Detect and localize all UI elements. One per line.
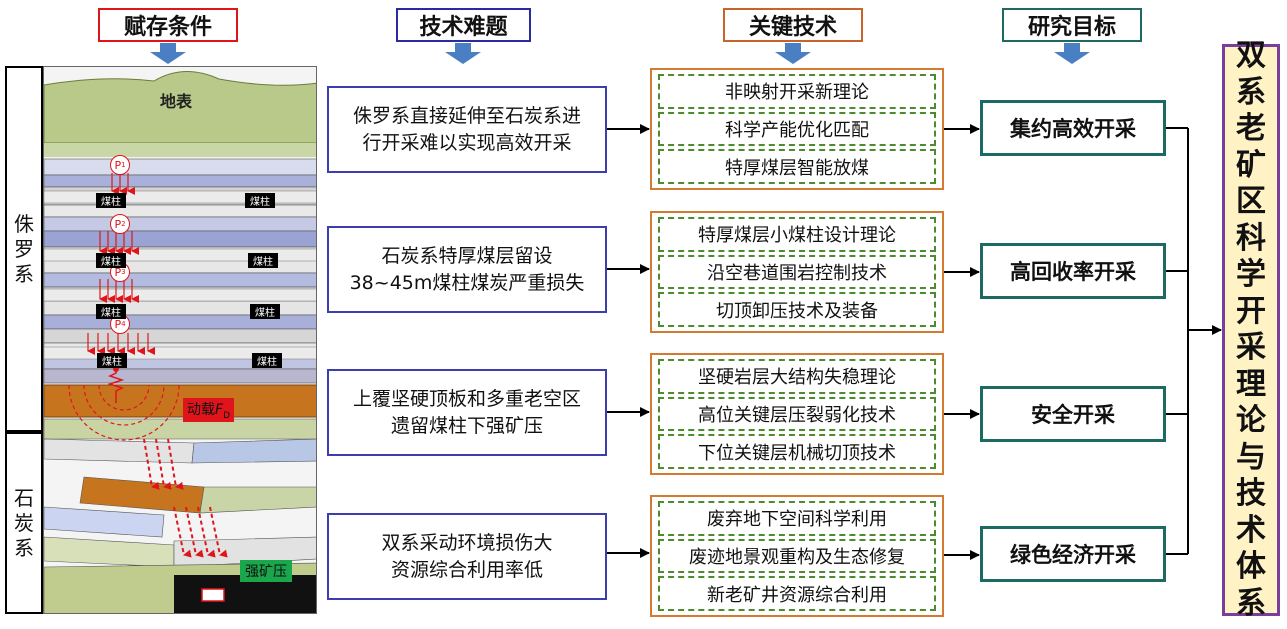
problem-box: 石炭系特厚煤层留设 38~45m煤柱煤炭严重损失: [327, 226, 607, 313]
tech-group: 非映射开采新理论 科学产能优化匹配 特厚煤层智能放煤: [650, 68, 944, 190]
problem-box: 上覆坚硬顶板和多重老空区 遗留煤柱下强矿压: [327, 369, 607, 456]
final-char: 术: [1236, 512, 1266, 548]
pressure-symbol: P: [114, 158, 122, 172]
tech-item: 特厚煤层智能放煤: [658, 149, 936, 185]
problem-text: 上覆坚硬顶板和多重老空区: [352, 387, 581, 410]
final-char: 科: [1236, 220, 1266, 256]
final-char: 与: [1236, 439, 1266, 475]
goal-box: 绿色经济开采: [980, 526, 1166, 582]
final-char: 技: [1236, 476, 1266, 511]
pressure-index: 1: [121, 161, 126, 169]
final-char: 老: [1236, 111, 1266, 146]
coal-pillar-label: 煤柱: [97, 353, 127, 368]
final-system-box: 双 系 老 矿 区 科 学 开 采 理 论 与 技 术 体 系: [1222, 38, 1280, 621]
strata-svg: [44, 70, 316, 613]
goal-box: 安全开采: [980, 386, 1166, 442]
problem-box: 双系采动环境损伤大 资源综合利用率低: [327, 513, 607, 600]
pressure-index: 2: [121, 220, 126, 228]
tech-item: 新老矿井资源综合利用: [658, 576, 936, 612]
coal-pillar-label: 煤柱: [248, 253, 278, 268]
coal-pillar-label: 煤柱: [252, 353, 282, 368]
header-problems: 技术难题: [396, 8, 531, 42]
pressure-symbol: P: [114, 265, 122, 279]
problem-text: 石炭系特厚煤层留设: [381, 244, 553, 267]
header-goals: 研究目标: [1002, 8, 1142, 42]
tech-item: 废弃地下空间科学利用: [658, 501, 936, 536]
problem-text: 遗留煤柱下强矿压: [390, 414, 543, 437]
goal-box: 高回收率开采: [980, 243, 1166, 299]
header-key-tech: 关键技术: [723, 8, 863, 42]
final-char: 学: [1236, 257, 1266, 292]
dynamic-load-subscript: D: [223, 410, 230, 421]
final-char: 论: [1236, 403, 1266, 438]
carboniferous-label: 石 炭 系: [5, 432, 43, 614]
problem-text: 行开采难以实现高效开采: [362, 131, 572, 154]
strong-pressure-label: 强矿压: [240, 560, 292, 582]
final-char: 双: [1236, 38, 1266, 73]
tech-item: 切顶卸压技术及装备: [658, 292, 936, 328]
tech-item: 坚硬岩层大结构失稳理论: [658, 359, 936, 394]
jurassic-char: 系: [14, 261, 34, 286]
final-char: 理: [1236, 366, 1266, 402]
tech-item: 非映射开采新理论: [658, 74, 936, 109]
tech-item: 特厚煤层小煤柱设计理论: [658, 217, 936, 252]
dynamic-load-symbol: F: [215, 402, 224, 418]
carboniferous-char: 石: [14, 485, 34, 510]
tech-group: 废弃地下空间科学利用 废迹地景观重构及生态修复 新老矿井资源综合利用: [650, 495, 944, 617]
final-char: 体: [1236, 549, 1266, 584]
coal-pillar-label: 煤柱: [96, 193, 126, 208]
tech-item: 废迹地景观重构及生态修复: [658, 538, 936, 574]
coal-pillar-label: 煤柱: [96, 304, 126, 319]
dynamic-load-text: 动载: [187, 402, 215, 418]
pressure-index: 4: [121, 320, 126, 328]
final-char: 系: [1236, 585, 1266, 621]
coal-pillar-label: 煤柱: [96, 253, 126, 268]
final-char: 矿: [1236, 147, 1266, 183]
final-char: 采: [1236, 330, 1266, 365]
tech-group: 特厚煤层小煤柱设计理论 沿空巷道围岩控制技术 切顶卸压技术及装备: [650, 211, 944, 333]
pressure-index: 3: [121, 268, 126, 276]
tech-item: 下位关键层机械切顶技术: [658, 434, 936, 470]
coal-pillar-label: 煤柱: [250, 304, 280, 319]
down-arrow-icon: [150, 43, 186, 64]
final-char: 开: [1236, 293, 1266, 329]
problem-text: 38~45m煤柱煤炭严重损失: [349, 271, 585, 294]
pressure-symbol: P: [114, 217, 122, 231]
tech-group: 坚硬岩层大结构失稳理论 高位关键层压裂弱化技术 下位关键层机械切顶技术: [650, 353, 944, 475]
jurassic-char: 侏: [14, 211, 34, 236]
down-arrow-icon: [775, 43, 811, 64]
coal-pillar-label: 煤柱: [245, 193, 275, 208]
final-char: 系: [1236, 74, 1266, 110]
carboniferous-char: 炭: [14, 510, 34, 535]
header-conditions: 赋存条件: [98, 8, 238, 42]
problem-text: 资源综合利用率低: [390, 558, 543, 581]
tech-item: 高位关键层压裂弱化技术: [658, 396, 936, 432]
jurassic-label: 侏 罗 系: [5, 66, 43, 432]
problem-text: 侏罗系直接延伸至石炭系进: [352, 104, 581, 127]
pressure-symbol: P: [114, 317, 122, 331]
tech-item: 科学产能优化匹配: [658, 111, 936, 147]
tech-item: 沿空巷道围岩控制技术: [658, 254, 936, 290]
final-char: 区: [1236, 184, 1266, 219]
dynamic-load-label: 动载FD: [183, 398, 234, 422]
goal-box: 集约高效开采: [980, 100, 1166, 156]
jurassic-char: 罗: [14, 236, 34, 261]
down-arrow-icon: [445, 43, 481, 64]
strata-illustration: [43, 66, 317, 614]
down-arrow-icon: [1054, 43, 1090, 64]
surface-label: 地表: [160, 92, 193, 111]
problem-box: 侏罗系直接延伸至石炭系进 行开采难以实现高效开采: [327, 86, 607, 173]
problem-text: 双系采动环境损伤大: [381, 531, 553, 554]
carboniferous-char: 系: [14, 535, 34, 560]
